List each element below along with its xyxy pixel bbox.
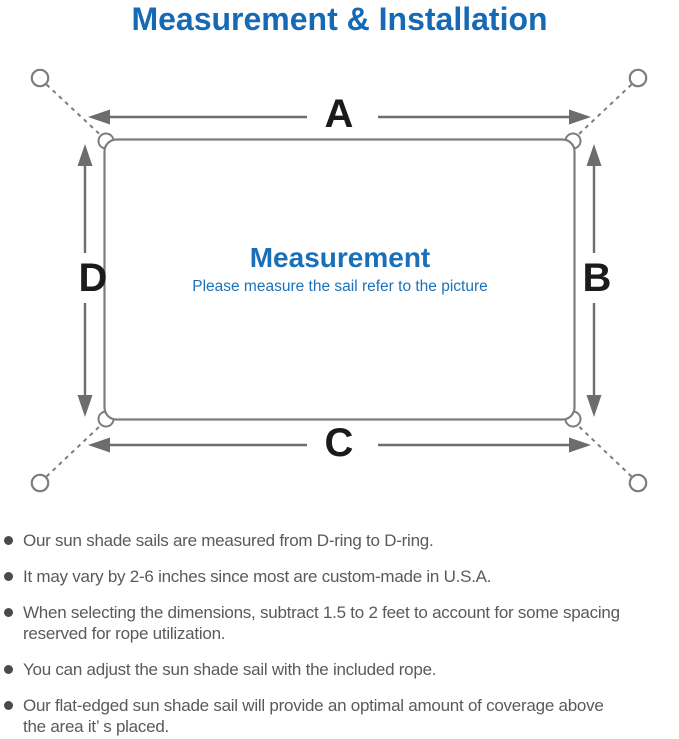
dimension-label-c: C bbox=[325, 421, 354, 465]
diagram-subheading: Please measure the sail refer to the pic… bbox=[192, 278, 488, 295]
diagram-heading: Measurement bbox=[249, 242, 431, 273]
note-text: Our flat-edged sun shade sail will provi… bbox=[23, 696, 604, 715]
dimension-arrow-a bbox=[88, 109, 591, 125]
shade-sail-outline bbox=[103, 138, 576, 421]
page-title: Measurement & Installation bbox=[131, 1, 548, 37]
anchor-ring-top-left bbox=[30, 68, 50, 88]
anchor-ring-top-right bbox=[628, 68, 648, 88]
bullet-icon bbox=[4, 608, 13, 617]
note-text: You can adjust the sun shade sail with t… bbox=[23, 660, 437, 679]
dimension-label-a: A bbox=[325, 92, 354, 136]
list-item: Our sun shade sails are measured from D-… bbox=[0, 530, 679, 551]
dimension-arrow-b bbox=[586, 144, 602, 417]
tie-line-bottom-right bbox=[577, 425, 633, 478]
dimension-arrow-c bbox=[88, 437, 591, 453]
diagram-canvas: A B C D bbox=[30, 68, 648, 493]
measurement-diagram: A B C D Measurement Please measure the s… bbox=[30, 68, 648, 493]
tie-line-top-right bbox=[577, 83, 633, 136]
bullet-icon bbox=[4, 536, 13, 545]
dimension-label-d: D bbox=[79, 256, 108, 300]
anchor-ring-bottom-left bbox=[30, 473, 50, 493]
list-item: You can adjust the sun shade sail with t… bbox=[0, 659, 679, 680]
dimension-arrow-d bbox=[77, 144, 93, 417]
note-text: Our sun shade sails are measured from D-… bbox=[23, 531, 434, 550]
bullet-icon bbox=[4, 665, 13, 674]
bullet-icon bbox=[4, 572, 13, 581]
list-item: When selecting the dimensions, subtract … bbox=[0, 602, 679, 644]
list-item: Our flat-edged sun shade sail will provi… bbox=[0, 695, 679, 737]
notes-list: Our sun shade sails are measured from D-… bbox=[0, 530, 679, 739]
anchor-ring-bottom-right bbox=[628, 473, 648, 493]
diagram-center-text: Measurement Please measure the sail refe… bbox=[105, 242, 575, 297]
bullet-icon bbox=[4, 701, 13, 710]
note-text: When selecting the dimensions, subtract … bbox=[23, 603, 620, 622]
note-text: the area it’ s placed. bbox=[23, 717, 170, 736]
tie-line-top-left bbox=[45, 83, 101, 136]
dimension-label-b: B bbox=[583, 256, 612, 300]
note-text: It may vary by 2-6 inches since most are… bbox=[23, 567, 492, 586]
note-text: reserved for rope utilization. bbox=[23, 624, 226, 643]
list-item: It may vary by 2-6 inches since most are… bbox=[0, 566, 679, 587]
tie-line-bottom-left bbox=[45, 425, 101, 478]
